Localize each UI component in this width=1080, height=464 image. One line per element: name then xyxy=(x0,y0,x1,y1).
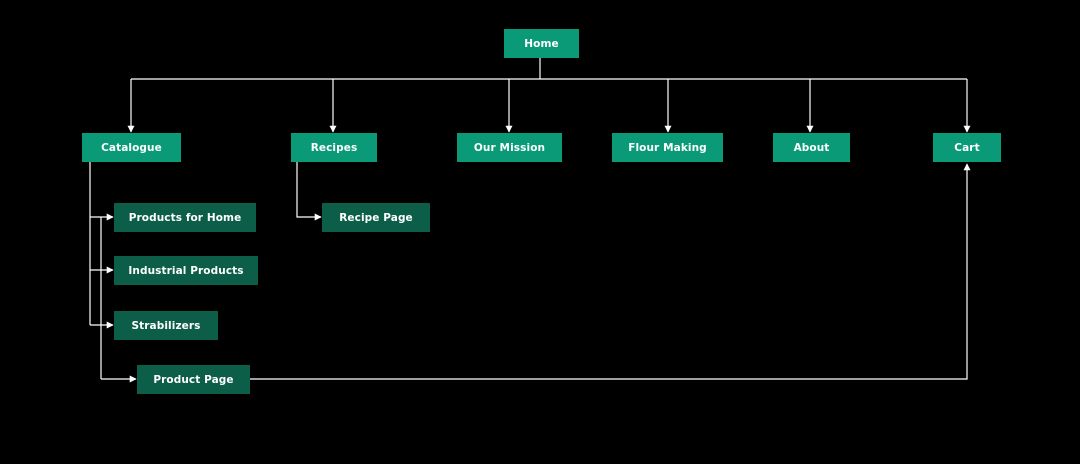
edge-recipes-recipe-page xyxy=(296,162,322,221)
node-recipes: Recipes xyxy=(291,133,377,162)
node-our-mission: Our Mission xyxy=(457,133,562,162)
node-products-for-home: Products for Home xyxy=(114,203,256,232)
node-strabilizers: Strabilizers xyxy=(114,311,218,340)
node-about: About xyxy=(773,133,850,162)
node-cart: Cart xyxy=(933,133,1001,162)
node-product-page: Product Page xyxy=(137,365,250,394)
node-home: Home xyxy=(504,29,579,58)
node-flour-making: Flour Making xyxy=(612,133,723,162)
node-industrial-products: Industrial Products xyxy=(114,256,258,285)
node-recipe-page: Recipe Page xyxy=(322,203,430,232)
node-catalogue: Catalogue xyxy=(82,133,181,162)
edge-product-page-cart xyxy=(250,163,971,380)
